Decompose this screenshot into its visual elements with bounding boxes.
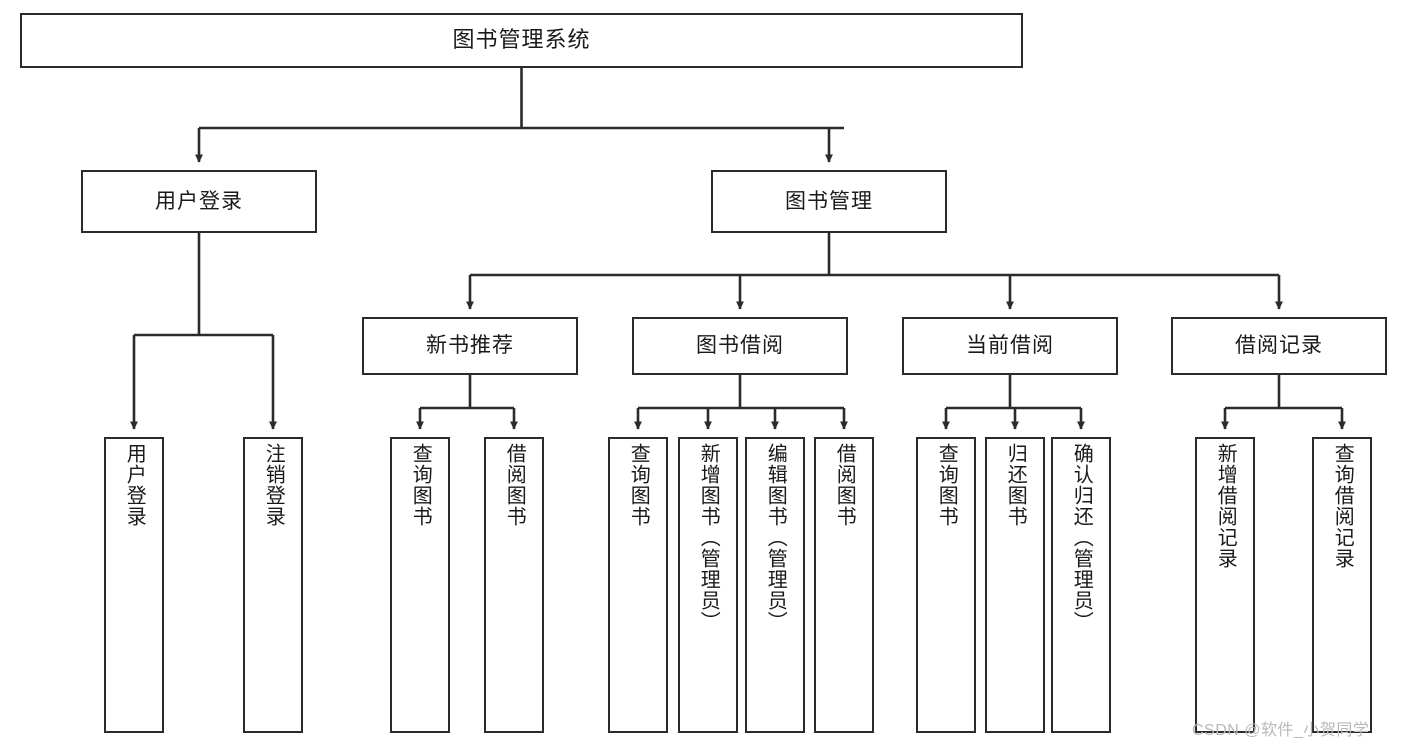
node-leaf-return-book[interactable]: 归还图书 [985,437,1045,733]
node-label: 借阅图书 [503,443,526,527]
node-label: 图书借阅 [696,334,784,358]
node-leaf-add-book-admin[interactable]: 新增图书（管理员） [678,437,738,733]
node-leaf-query-book-1[interactable]: 查询图书 [390,437,450,733]
node-label: 查询借阅记录 [1331,443,1354,569]
node-leaf-edit-book-admin[interactable]: 编辑图书（管理员） [745,437,805,733]
node-current-borrow[interactable]: 当前借阅 [902,317,1118,375]
node-leaf-query-borrow-record[interactable]: 查询借阅记录 [1312,437,1372,733]
node-leaf-add-borrow-record[interactable]: 新增借阅记录 [1195,437,1255,733]
node-leaf-logout[interactable]: 注销登录 [243,437,303,733]
node-label: 新增借阅记录 [1214,443,1237,569]
node-label: 归还图书 [1004,443,1027,527]
node-leaf-borrow-book-2[interactable]: 借阅图书 [814,437,874,733]
node-user-login[interactable]: 用户登录 [81,170,317,233]
node-leaf-query-book-3[interactable]: 查询图书 [916,437,976,733]
node-leaf-borrow-book-1[interactable]: 借阅图书 [484,437,544,733]
node-label: 借阅图书 [833,443,856,527]
node-root-system[interactable]: 图书管理系统 [20,13,1023,68]
node-leaf-user-login[interactable]: 用户登录 [104,437,164,733]
node-book-management[interactable]: 图书管理 [711,170,947,233]
node-label: 借阅记录 [1235,334,1323,358]
node-book-borrow[interactable]: 图书借阅 [632,317,848,375]
node-label: 查询图书 [409,443,432,527]
node-borrow-record[interactable]: 借阅记录 [1171,317,1387,375]
node-label: 查询图书 [627,443,650,527]
node-label: 图书管理系统 [452,27,591,53]
node-label: 新增图书（管理员） [697,443,720,632]
node-leaf-confirm-return-admin[interactable]: 确认归还（管理员） [1051,437,1111,733]
node-label: 图书管理 [785,189,873,213]
node-label: 用户登录 [123,443,146,527]
node-label: 新书推荐 [426,334,514,358]
node-label: 查询图书 [935,443,958,527]
node-label: 编辑图书（管理员） [764,443,787,632]
node-label: 当前借阅 [966,334,1054,358]
node-label: 用户登录 [155,189,243,213]
node-label: 确认归还（管理员） [1070,443,1093,632]
node-label: 注销登录 [262,443,285,527]
node-new-book-recommend[interactable]: 新书推荐 [362,317,578,375]
node-leaf-query-book-2[interactable]: 查询图书 [608,437,668,733]
